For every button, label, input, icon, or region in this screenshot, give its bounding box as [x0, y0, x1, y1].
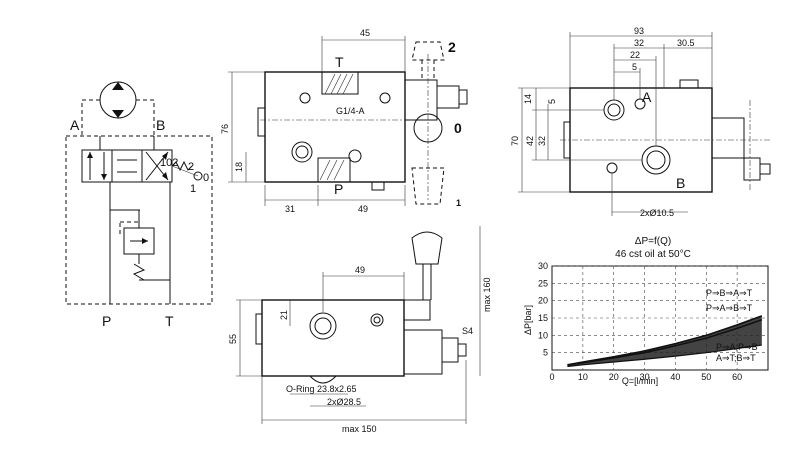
bottom-dim-s4: S4	[462, 326, 473, 336]
valve-box-left	[81, 149, 113, 183]
bottom-dim-55: 55	[228, 334, 238, 344]
side-dim-5-left: 5	[547, 99, 557, 104]
chart-title: ΔP=f(Q)	[635, 236, 671, 247]
front-dim-49: 49	[358, 204, 368, 214]
schematic-port-p: P	[102, 313, 111, 329]
side-port-b-label: B	[676, 175, 685, 191]
side-port-b	[641, 145, 671, 175]
front-pos-0: 0	[454, 120, 462, 136]
chart-series-line-3	[567, 344, 762, 368]
bottom-holes: 2xØ28.5	[327, 397, 361, 407]
motor-arrow-top	[112, 82, 124, 90]
front-dim-height: 76	[220, 124, 230, 134]
bottom-view: 49 21 55 max 160 S4 O-Ring 23.8x2.65 2xØ…	[228, 226, 492, 434]
chart-series	[567, 315, 763, 368]
chart-ytick-label: 20	[538, 296, 548, 306]
schematic-port-a: A	[70, 117, 80, 133]
front-dim-18: 18	[234, 162, 244, 172]
front-port-p	[317, 157, 351, 183]
chart-xtick-label: 60	[732, 372, 742, 382]
chart-annotation-1: P⇒B⇒A⇒T	[706, 288, 753, 298]
side-view: 93 32 30.5 22 5 14 5 42 32 70 2xØ10.5 A …	[510, 26, 771, 218]
chart-annotation-3: P⇒A;P⇒B	[716, 342, 758, 352]
side-dim-32-left: 32	[537, 136, 547, 146]
side-dim-22: 22	[630, 50, 640, 60]
side-dim-93: 93	[634, 26, 644, 36]
side-dim-14: 14	[523, 94, 533, 104]
side-bolt-holes: 2xØ10.5	[640, 208, 674, 218]
schematic-pos-0: 0	[203, 172, 209, 184]
side-dim-70: 70	[510, 136, 520, 146]
valve-enclosure	[65, 135, 213, 305]
chart-xtick-label: 30	[640, 372, 650, 382]
chart-xtick-label: 50	[701, 372, 711, 382]
schematic-pos-1: 1	[190, 183, 196, 195]
chart-annotation-4: A⇒T;B⇒T	[716, 353, 756, 363]
front-pos-1: 1	[456, 198, 461, 208]
side-dim-5-top: 5	[632, 62, 637, 72]
front-thread-label: G1/4-A	[336, 106, 365, 116]
front-dim-top: 45	[360, 28, 370, 38]
front-pos-2: 2	[448, 39, 456, 55]
front-dim-31: 31	[285, 204, 295, 214]
schematic-port-b: B	[156, 117, 165, 133]
handle-pos-1	[411, 167, 445, 205]
front-body	[264, 71, 406, 183]
schematic-pos-2: 2	[188, 161, 194, 173]
bottom-handle	[411, 231, 443, 265]
chart-annotation-2: P⇒A⇒B⇒T	[706, 303, 753, 313]
chart-series-line-2	[567, 318, 763, 366]
side-port-a	[603, 99, 625, 121]
chart-xtick-label: 10	[578, 372, 588, 382]
bottom-oring: O-Ring 23.8x2.65	[286, 384, 357, 394]
front-view: T P G1/4-A 45 76 18 31 49 2 0 1	[220, 28, 468, 214]
chart-ytick-label: 25	[538, 278, 548, 288]
bottom-dim-49: 49	[355, 265, 365, 275]
chart-ytick-label: 15	[538, 313, 548, 323]
line-b-dashed	[136, 99, 155, 136]
side-port-a-label: A	[642, 89, 652, 105]
chart-xlabel: Q=[l/min]	[622, 376, 658, 386]
bottom-dim-max160: max 160	[482, 277, 492, 312]
bottom-dim-max150: max 150	[342, 424, 377, 434]
chart-ytick-label: 5	[543, 348, 548, 358]
line-a-dashed	[81, 99, 100, 136]
chart-ytick-label: 30	[538, 261, 548, 271]
pressure-drop-chart: ΔP=f(Q) 46 cst oil at 50°C ΔP[bar] Q=[l/…	[523, 236, 769, 386]
side-dim-30-5: 30.5	[677, 38, 695, 48]
valve-box-mid	[111, 149, 143, 183]
handle-pos-2	[411, 41, 445, 61]
front-port-t	[321, 71, 359, 95]
chart-xtick-label: 0	[549, 372, 554, 382]
chart-subtitle: 46 cst oil at 50°C	[615, 249, 691, 260]
front-port-p-label: P	[334, 181, 343, 197]
schematic-lever-positions: 102	[160, 157, 178, 169]
side-dim-42: 42	[525, 136, 535, 146]
chart-ytick-label: 10	[538, 330, 548, 340]
hydraulic-schematic: A B P T 102 2 0 1	[65, 81, 213, 329]
bottom-dim-21: 21	[279, 310, 289, 320]
chart-xtick-label: 40	[670, 372, 680, 382]
front-port-t-label: T	[335, 54, 344, 70]
motor-arrow-bottom	[112, 110, 124, 118]
chart-ylabel: ΔP[bar]	[523, 305, 533, 335]
side-dim-32: 32	[634, 38, 644, 48]
chart-xtick-label: 20	[609, 372, 619, 382]
schematic-port-t: T	[165, 313, 174, 329]
